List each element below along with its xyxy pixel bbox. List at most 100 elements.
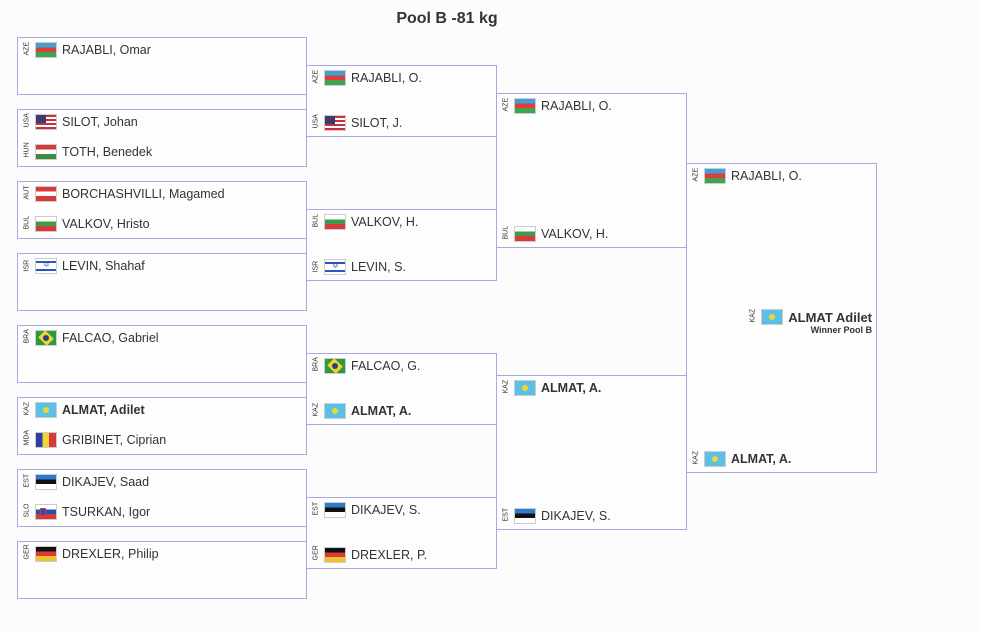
flag-isr-icon	[324, 259, 346, 275]
competitor-entry[interactable]: KAZ ALMAT, Adilet	[22, 400, 145, 420]
winner-entry[interactable]: KAZ ALMAT Adilet	[738, 307, 872, 327]
competitor-entry[interactable]: AZE RAJABLI, Omar	[22, 40, 151, 60]
country-code: EST	[312, 501, 320, 515]
flag-kaz-icon	[514, 380, 536, 396]
competitor-name: BORCHASHVILLI, Magamed	[62, 187, 225, 201]
flag-aze-icon	[324, 70, 346, 86]
country-code: SLO	[23, 502, 31, 517]
country-code: AZE	[312, 69, 320, 83]
competitor-name: TOTH, Benedek	[62, 145, 153, 159]
country-code: USA	[23, 112, 31, 127]
competitor-name: DREXLER, Philip	[62, 547, 159, 561]
competitor-entry[interactable]: EST DIKAJEV, S.	[311, 500, 421, 520]
competitor-name: RAJABLI, Omar	[62, 43, 151, 57]
competitor-entry[interactable]: GER DREXLER, Philip	[22, 544, 159, 564]
competitor-name: RAJABLI, O.	[351, 71, 422, 85]
match-box: BRA FALCAO, Gabriel	[17, 325, 307, 383]
flag-ger-icon	[324, 547, 346, 563]
competitor-name: ALMAT, A.	[351, 404, 412, 418]
competitor-entry[interactable]: AZE RAJABLI, O.	[311, 68, 422, 88]
flag-est-icon	[514, 508, 536, 524]
flag-isr-icon	[35, 258, 57, 274]
competitor-name: FALCAO, Gabriel	[62, 331, 159, 345]
competitor-entry[interactable]: AUT BORCHASHVILLI, Magamed	[22, 184, 225, 204]
country-code: AUT	[23, 185, 31, 199]
flag-kaz-icon	[324, 403, 346, 419]
competitor-name: DREXLER, P.	[351, 548, 428, 562]
competitor-entry[interactable]: ISR LEVIN, S.	[311, 257, 406, 277]
flag-bra-icon	[324, 358, 346, 374]
winner-label: Winner Pool B	[810, 325, 872, 335]
country-code: USA	[312, 113, 320, 128]
country-code: BUL	[312, 213, 320, 227]
country-code: AZE	[502, 97, 510, 111]
country-code: BUL	[502, 225, 510, 239]
flag-aze-icon	[514, 98, 536, 114]
competitor-name: DIKAJEV, S.	[351, 503, 421, 517]
competitor-name: VALKOV, H.	[541, 227, 609, 241]
flag-ger-icon	[35, 546, 57, 562]
competitor-entry[interactable]: BRA FALCAO, Gabriel	[22, 328, 159, 348]
competitor-entry[interactable]: BUL VALKOV, H.	[501, 224, 608, 244]
country-code: AZE	[23, 41, 31, 55]
country-code: BRA	[23, 328, 31, 343]
competitor-entry[interactable]: KAZ ALMAT, A.	[691, 449, 791, 469]
competitor-name: ALMAT, A.	[731, 452, 792, 466]
competitor-name: FALCAO, G.	[351, 359, 421, 373]
country-code: EST	[23, 473, 31, 487]
competitor-name: ALMAT, Adilet	[62, 403, 145, 417]
flag-est-icon	[35, 474, 57, 490]
winner-name: ALMAT Adilet	[788, 309, 872, 325]
flag-bul-icon	[324, 214, 346, 230]
country-code: KAZ	[692, 450, 700, 464]
flag-kaz-icon	[704, 451, 726, 467]
flag-bul-icon	[35, 216, 57, 232]
flag-aut-icon	[35, 186, 57, 202]
flag-est-icon	[324, 502, 346, 518]
competitor-entry[interactable]: ISRLEVIN, Shahaf	[22, 256, 145, 276]
flag-bul-icon	[514, 226, 536, 242]
flag-usa-icon	[35, 114, 57, 130]
flag-mda-icon	[35, 432, 57, 448]
pool-title: Pool B -81 kg	[396, 10, 498, 27]
match-box: GER DREXLER, Philip	[17, 541, 307, 599]
country-code: GER	[23, 543, 31, 559]
match-box: AZE RAJABLI, Omar	[17, 37, 307, 95]
flag-usa-icon	[324, 115, 346, 131]
country-code: KAZ	[23, 401, 31, 415]
competitor-name: LEVIN, S.	[351, 260, 406, 274]
country-code: EST	[502, 507, 510, 521]
flag-hun-icon	[35, 144, 57, 160]
country-code: KAZ	[749, 308, 757, 322]
flag-bra-icon	[35, 330, 57, 346]
competitor-name: ALMAT, A.	[541, 381, 602, 395]
competitor-name: LEVIN, Shahaf	[62, 259, 145, 273]
match-box: ISRLEVIN, Shahaf	[17, 253, 307, 311]
flag-kaz-icon	[35, 402, 57, 418]
country-code: ISR	[312, 260, 320, 272]
country-code: BUL	[23, 215, 31, 229]
